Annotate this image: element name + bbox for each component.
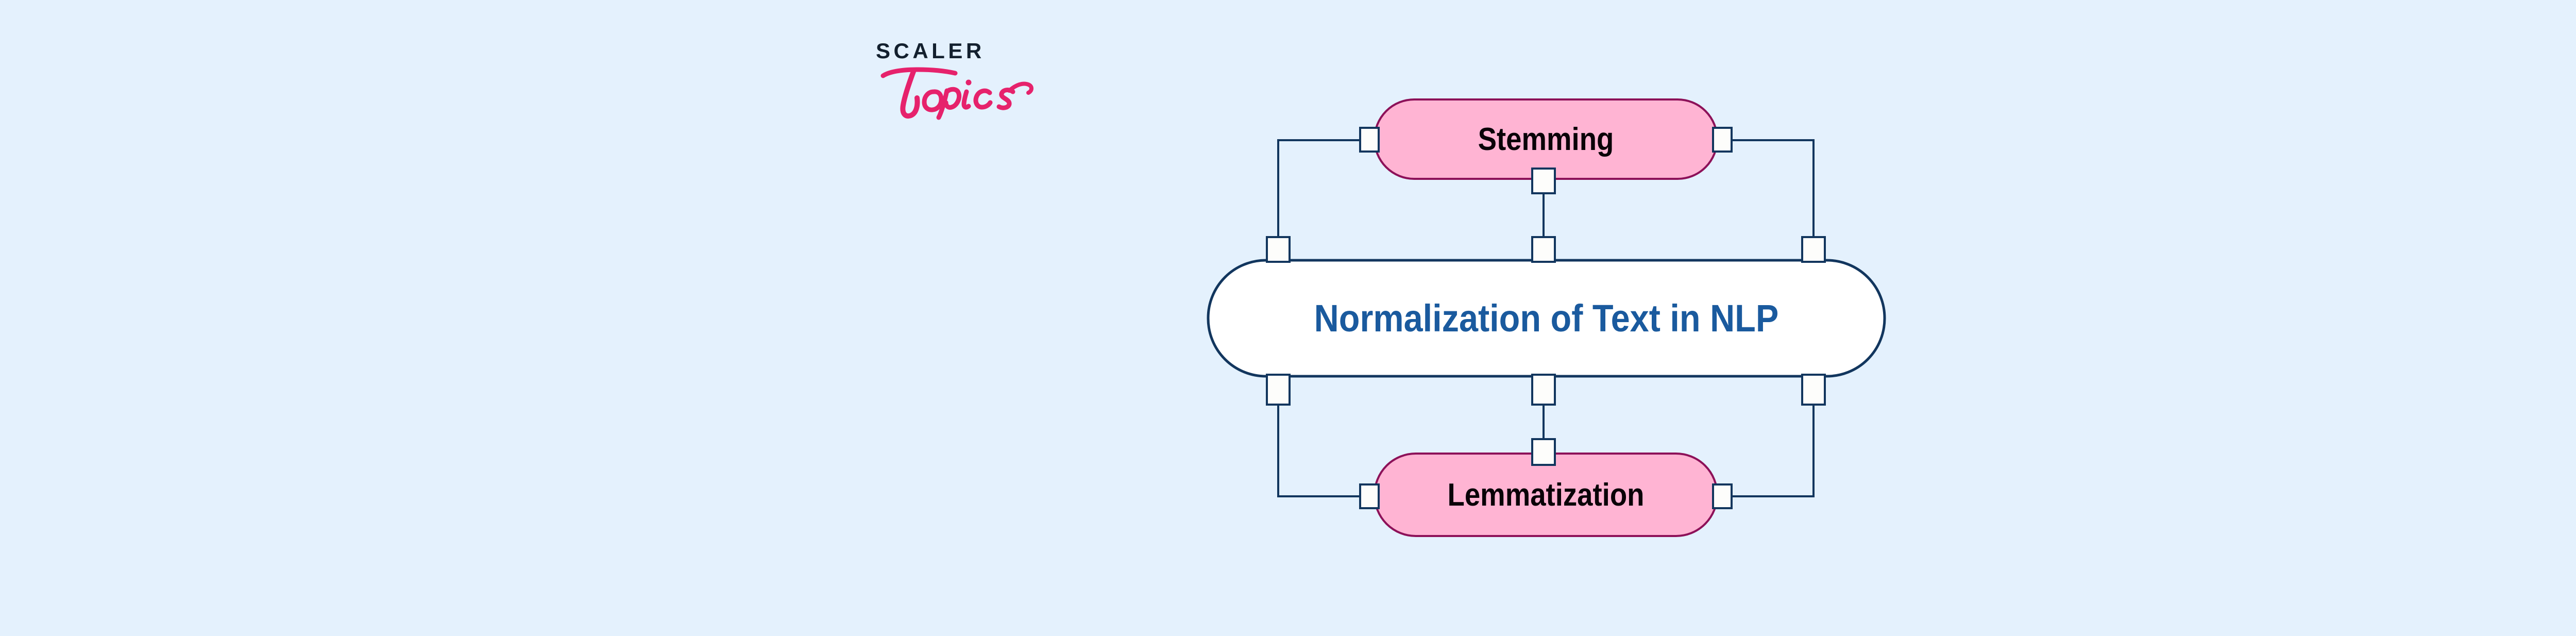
- port-root-bottom-center[interactable]: [1531, 374, 1556, 406]
- scaler-topics-logo: SCALER: [876, 40, 1046, 133]
- port-root-top-center[interactable]: [1531, 236, 1556, 263]
- node-stemming-label: Stemming: [1478, 121, 1614, 157]
- edge-stemming-left[interactable]: [1277, 139, 1362, 260]
- port-root-bottom-left[interactable]: [1266, 374, 1291, 406]
- port-stemming-bottom[interactable]: [1531, 168, 1556, 194]
- node-lemmatization-label: Lemmatization: [1447, 477, 1645, 513]
- logo-wordmark-scaler: SCALER: [876, 39, 985, 63]
- node-normalization-root-label: Normalization of Text in NLP: [1314, 297, 1779, 340]
- port-lemmatization-right[interactable]: [1712, 483, 1733, 509]
- port-root-top-left[interactable]: [1266, 236, 1291, 263]
- logo-wordmark-topics-script: [880, 60, 1035, 120]
- edge-lemmatization-left[interactable]: [1277, 376, 1362, 497]
- edge-lemmatization-right[interactable]: [1730, 376, 1815, 497]
- edge-stemming-right[interactable]: [1730, 139, 1815, 260]
- port-stemming-left[interactable]: [1359, 127, 1380, 153]
- port-lemmatization-top[interactable]: [1531, 438, 1556, 466]
- port-lemmatization-left[interactable]: [1359, 483, 1380, 509]
- port-root-top-right[interactable]: [1801, 236, 1826, 263]
- port-stemming-right[interactable]: [1712, 127, 1733, 153]
- port-root-bottom-right[interactable]: [1801, 374, 1826, 406]
